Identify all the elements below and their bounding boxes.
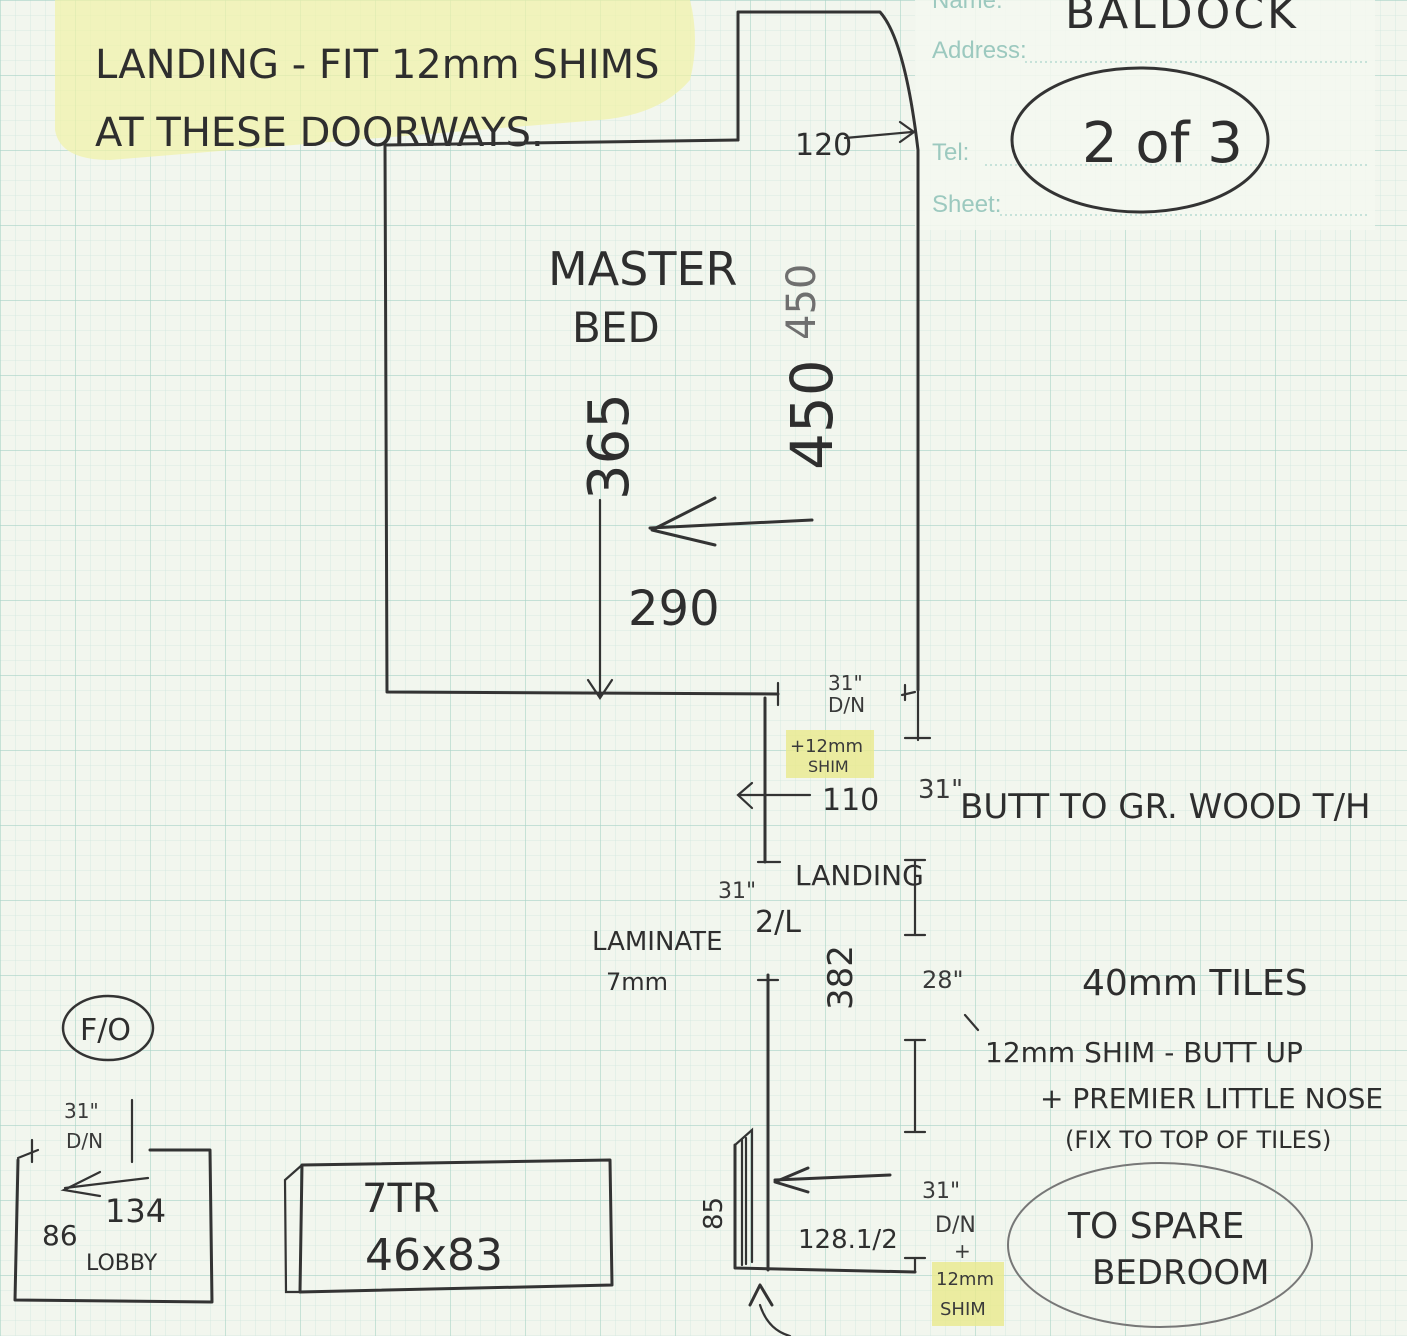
landing-label: LANDING: [795, 859, 924, 892]
shim-highlight: [932, 1262, 1004, 1326]
wood-door-note: BUTT TO GR. WOOD T/H: [960, 787, 1371, 827]
lobby-outline: [16, 1148, 40, 1160]
tile-note-3: (FIX TO TOP OF TILES): [1065, 1126, 1331, 1154]
arrow-right-icon: [898, 120, 916, 144]
spare-shim-note: SHIM: [940, 1299, 986, 1320]
note-line-2: AT THESE DOORWAYS.: [95, 110, 544, 156]
shim-note-master: +12mm: [790, 736, 863, 757]
master-bed-label: MASTER: [548, 242, 737, 296]
dim-450: 450: [778, 359, 846, 470]
stair-size: 46x83: [365, 1230, 503, 1281]
triangle-marker-icon: [748, 1283, 774, 1307]
door-dn-master: D/N: [828, 693, 865, 717]
spare-dim: [903, 1256, 927, 1274]
tile-dim: [903, 1038, 927, 1134]
note-line-1: LANDING - FIT 12mm SHIMS: [95, 42, 660, 88]
spare-bedroom-label: BEDROOM: [1092, 1253, 1269, 1293]
stair-box-edge: [283, 1163, 304, 1294]
landing-dim: [903, 858, 927, 937]
tile-note-2: + PREMIER LITTLE NOSE: [1040, 1082, 1383, 1115]
dim-85: 85: [699, 1197, 729, 1230]
stair-label: 7TR: [362, 1176, 440, 1222]
lobby-outline: [13, 1148, 214, 1304]
triangle-marker-icon: [650, 496, 717, 547]
tile-door-width: 28": [922, 966, 964, 994]
dim-382: 382: [821, 945, 861, 1010]
landing-door-note: 2/L: [755, 905, 801, 940]
master-bed-outline: [736, 10, 920, 692]
tile-note-1: 12mm SHIM - BUTT UP: [985, 1036, 1303, 1069]
shim-note-master: SHIM: [808, 757, 849, 776]
swing-line: [758, 1303, 792, 1336]
tiles-label: 40mm TILES: [1082, 963, 1308, 1004]
spare-plus: +: [954, 1239, 971, 1263]
highlighter-mark: [55, 0, 695, 160]
dim-290: 290: [628, 581, 720, 637]
leader-line: [963, 1013, 980, 1032]
form-header-panel: [915, 0, 1375, 230]
door-tick: [900, 683, 917, 702]
fo-badge: [61, 994, 155, 1062]
laminate-thickness: 7mm: [606, 968, 668, 996]
dim-128: 128.1/2: [798, 1225, 898, 1255]
shim-highlight: [786, 730, 874, 778]
sheet-number-circle: [1010, 66, 1270, 214]
sheet-number: 2 of 3: [1082, 111, 1243, 176]
spare-door-dn: D/N: [935, 1213, 976, 1238]
wood-door-width: 31": [918, 775, 963, 805]
landing-door-width: 31": [718, 879, 756, 904]
arrow-left-icon: [736, 781, 754, 810]
lobby-dim-134: 134: [105, 1192, 166, 1230]
spare-bedroom-circle: [1007, 1162, 1313, 1328]
spare-door-frame: [733, 1127, 754, 1264]
lobby-label: LOBBY: [86, 1251, 158, 1276]
lobby-door-dn: D/N: [66, 1129, 103, 1153]
form-sheet-label: Sheet:: [932, 191, 1001, 218]
spare-door-width: 31": [922, 1179, 960, 1204]
spare-door-frame: [733, 1143, 917, 1274]
laminate-label: LAMINATE: [592, 927, 723, 957]
dim-365: 365: [577, 393, 642, 500]
triangle-marker-icon: [60, 1170, 102, 1198]
arrow-left-icon: [648, 518, 814, 530]
door-width-master: 31": [828, 671, 863, 695]
spare-shim-note: 12mm: [936, 1269, 994, 1290]
form-tel-label: Tel:: [932, 139, 969, 166]
lobby-door-width: 31": [64, 1099, 99, 1123]
dim-120: 120: [795, 128, 852, 163]
arrow-left-icon: [773, 1173, 892, 1182]
triangle-marker-icon: [773, 1166, 810, 1194]
dim-450-faint: 450: [779, 264, 825, 340]
fo-label: F/O: [80, 1013, 131, 1048]
spare-bedroom-label: TO SPARE: [1067, 1206, 1244, 1247]
stair-box: [298, 1158, 614, 1294]
arrow-down-icon: [586, 678, 614, 700]
master-bed-outline: [383, 138, 780, 696]
form-name-label: Name:: [932, 0, 1003, 14]
arrow-left-icon: [63, 1176, 150, 1190]
lobby-dim-86: 86: [42, 1219, 78, 1252]
client-name: BALDOCK: [1065, 0, 1299, 39]
dim-120-arrow: [843, 130, 914, 140]
master-bed-label: BED: [572, 303, 660, 352]
dim-110: 110: [822, 783, 879, 818]
form-address-label: Address:: [932, 37, 1027, 64]
